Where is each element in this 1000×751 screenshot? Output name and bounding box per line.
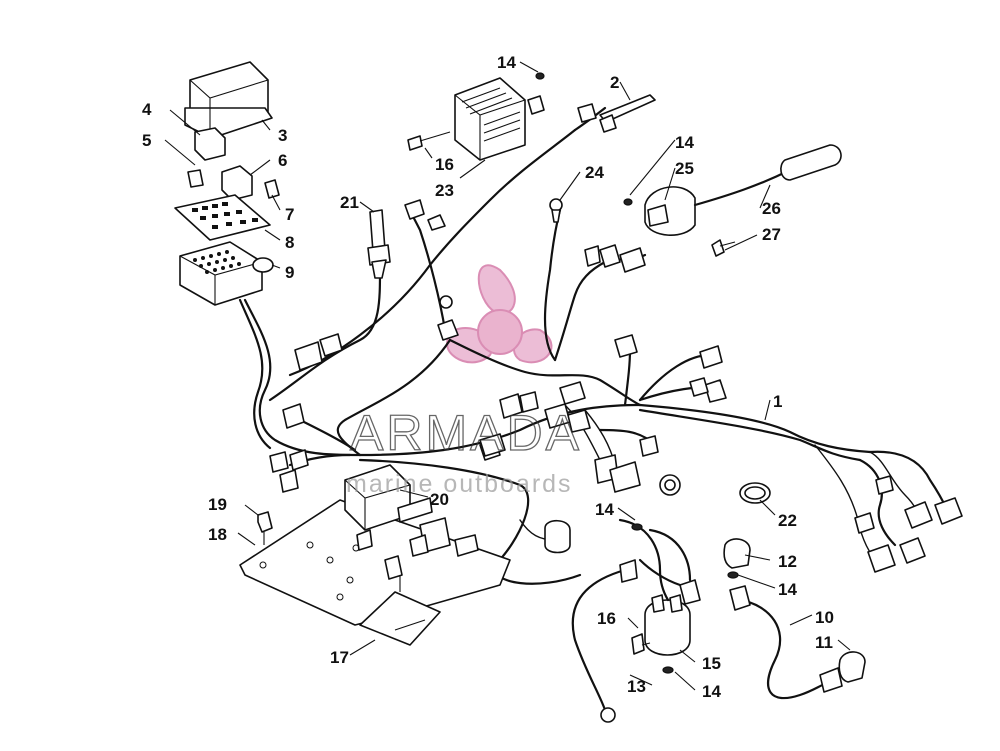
screw-16-top — [407, 131, 451, 151]
callout-2: 2 — [610, 73, 619, 92]
ring-terminal-24 — [549, 198, 563, 223]
callout-5: 5 — [142, 131, 151, 150]
ecu-module — [344, 464, 433, 531]
callout-14-top: 14 — [497, 53, 516, 72]
battery-cable-13 — [571, 559, 638, 723]
callout-22: 22 — [778, 511, 797, 530]
callout-labels: 14 2 4 3 5 6 7 8 9 21 16 23 24 14 25 26 … — [142, 53, 834, 701]
regulator-connector — [527, 95, 597, 123]
callout-11: 11 — [815, 633, 833, 652]
battery-cable-10 — [729, 585, 843, 700]
rivet-19 — [257, 511, 273, 545]
callout-14-cap: 14 — [778, 580, 797, 599]
callout-4: 4 — [142, 100, 152, 119]
connectors-left — [269, 295, 459, 493]
callout-19: 19 — [208, 495, 227, 514]
switch-housing-25 — [644, 186, 696, 236]
connectors-right — [854, 475, 963, 573]
callout-20: 20 — [430, 490, 449, 509]
callout-17: 17 — [330, 648, 349, 667]
fuse-panel-8 — [174, 194, 271, 241]
watermark-tagline: marine outboards — [346, 470, 573, 498]
leader-lines — [164, 61, 851, 691]
callout-14-switch: 14 — [675, 133, 694, 152]
coil-connector — [544, 519, 571, 554]
callout-10: 10 — [815, 608, 834, 627]
callout-14-bottom: 14 — [702, 682, 721, 701]
callout-26: 26 — [762, 199, 781, 218]
callout-23: 23 — [435, 181, 454, 200]
bracket-clip — [384, 555, 403, 580]
terminal-cap-11 — [838, 651, 866, 683]
callout-16-top: 16 — [435, 155, 454, 174]
band-clamp-9 — [252, 257, 274, 273]
nut-14-top — [535, 72, 545, 80]
callout-21: 21 — [340, 193, 359, 212]
callout-12: 12 — [778, 552, 797, 571]
terminal-cap-12 — [723, 538, 751, 569]
fasteners-solenoid — [631, 523, 739, 674]
callout-16-bottom: 16 — [597, 609, 616, 628]
oxygen-sensor — [367, 209, 391, 279]
grommet-plug — [659, 474, 681, 496]
voltage-regulator — [454, 77, 526, 161]
starter-solenoid — [644, 579, 701, 656]
fuse-7 — [264, 179, 280, 199]
screw-27 — [711, 239, 736, 257]
callout-14-mid: 14 — [595, 500, 614, 519]
armada-logo-icon — [446, 264, 553, 364]
connector-top-left — [404, 199, 446, 231]
callout-15: 15 — [702, 654, 721, 673]
callout-27: 27 — [762, 225, 781, 244]
callout-7: 7 — [285, 205, 294, 224]
nut-14-right — [623, 198, 633, 206]
watermark-brand: ARMADA — [350, 405, 582, 461]
solenoid-leads — [618, 518, 692, 602]
callout-3: 3 — [278, 126, 287, 145]
callout-18: 18 — [208, 525, 227, 544]
callout-9: 9 — [285, 263, 294, 282]
fuse-clip — [187, 169, 204, 188]
callout-1: 1 — [773, 392, 782, 411]
callout-24: 24 — [585, 163, 604, 182]
decal-17 — [359, 575, 441, 646]
band-clamp-22 — [739, 482, 771, 504]
fuse-holder-2 — [599, 94, 656, 133]
harness-connectors-mid — [479, 244, 727, 461]
connector-plate-right — [409, 517, 479, 557]
connector-cluster-center — [479, 381, 659, 493]
fuse-box-cover — [184, 61, 273, 139]
fuse-block-base — [179, 241, 263, 306]
callout-6: 6 — [278, 151, 287, 170]
hand-grip-26 — [780, 144, 842, 181]
callout-25: 25 — [675, 159, 694, 178]
handle-cable-26 — [693, 168, 792, 207]
callout-8: 8 — [285, 233, 294, 252]
callout-13: 13 — [627, 677, 646, 696]
relay-small — [194, 127, 226, 161]
